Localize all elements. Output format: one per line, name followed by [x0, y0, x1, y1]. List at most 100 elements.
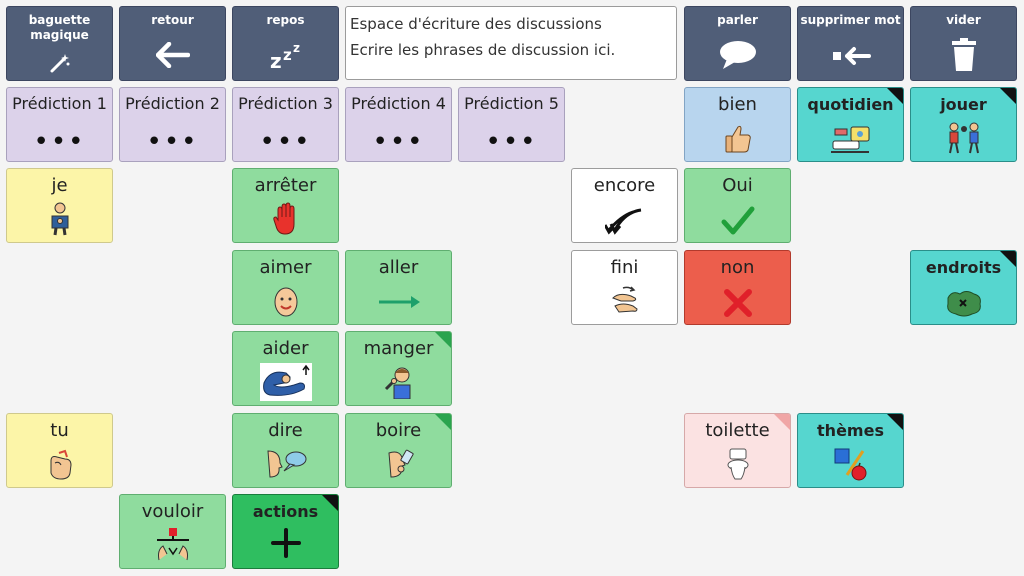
word-label: encore: [593, 175, 656, 196]
daily-items-icon: [798, 123, 903, 155]
themes-objects-icon: [798, 447, 903, 481]
word-label: Oui: [722, 175, 753, 196]
stop-hand-icon: [233, 202, 338, 236]
svg-text:z: z: [293, 41, 300, 55]
prediction-label: Prédiction 5: [464, 94, 559, 113]
word-je-button[interactable]: je: [6, 168, 113, 243]
prediction-placeholder: •••: [259, 127, 312, 157]
prediction-placeholder: •••: [33, 127, 86, 157]
word-label: arrêter: [254, 175, 317, 196]
message-text-area[interactable]: Espace d'écriture des discussions Ecrire…: [345, 6, 677, 80]
arrow-right-icon: [346, 294, 451, 310]
prediction-3-button[interactable]: Prédiction 3 •••: [232, 87, 339, 162]
map-icon: [911, 288, 1016, 318]
clear-label: vider: [946, 13, 981, 27]
category-endroits-button[interactable]: endroits: [910, 250, 1017, 325]
speak-button[interactable]: parler: [684, 6, 791, 81]
clear-button[interactable]: vider: [910, 6, 1017, 81]
speaking-face-icon: [233, 447, 338, 481]
category-label: quotidien: [807, 95, 894, 114]
word-tu-button[interactable]: tu: [6, 413, 113, 488]
delete-word-button[interactable]: supprimer mot: [797, 6, 904, 81]
thumbs-up-icon: [685, 123, 790, 155]
prediction-placeholder: •••: [146, 127, 199, 157]
back-button[interactable]: retour: [119, 6, 226, 81]
category-quotidien-button[interactable]: quotidien: [797, 87, 904, 162]
checkmark-icon: [685, 206, 790, 236]
category-label: jouer: [940, 95, 987, 114]
eating-person-icon: [346, 365, 451, 399]
magic-wand-button[interactable]: baguette magique: [6, 6, 113, 81]
word-label: je: [51, 175, 68, 196]
cross-icon: [685, 288, 790, 318]
prediction-2-button[interactable]: Prédiction 2 •••: [119, 87, 226, 162]
prediction-label: Prédiction 1: [12, 94, 107, 113]
repeat-arrows-icon: [572, 206, 677, 236]
word-label: non: [720, 257, 755, 278]
happy-face-icon: [233, 286, 338, 318]
prediction-4-button[interactable]: Prédiction 4 •••: [345, 87, 452, 162]
rest-label: repos: [266, 13, 305, 27]
prediction-label: Prédiction 3: [238, 94, 333, 113]
word-oui-button[interactable]: Oui: [684, 168, 791, 243]
word-dire-button[interactable]: dire: [232, 413, 339, 488]
toilet-icon: [685, 447, 790, 481]
svg-text:z: z: [270, 49, 282, 70]
category-label: endroits: [925, 258, 1002, 277]
word-aimer-button[interactable]: aimer: [232, 250, 339, 325]
category-actions-button[interactable]: actions: [232, 494, 339, 569]
speak-label: parler: [717, 13, 758, 27]
word-bien-button[interactable]: bien: [684, 87, 791, 162]
word-label: dire: [268, 420, 303, 441]
prediction-label: Prédiction 2: [125, 94, 220, 113]
drinking-person-icon: [346, 447, 451, 481]
word-label: vouloir: [141, 501, 204, 522]
pointing-hand-icon: [7, 449, 112, 481]
word-aller-button[interactable]: aller: [345, 250, 452, 325]
word-label: aimer: [259, 257, 312, 278]
category-label: actions: [252, 502, 319, 521]
prediction-5-button[interactable]: Prédiction 5 •••: [458, 87, 565, 162]
prediction-placeholder: •••: [485, 127, 538, 157]
word-arreter-button[interactable]: arrêter: [232, 168, 339, 243]
prediction-label: Prédiction 4: [351, 94, 446, 113]
arrow-left-icon: [120, 42, 225, 68]
delete-word-label: supprimer mot: [800, 13, 901, 27]
want-gesture-icon: [120, 528, 225, 562]
word-boire-button[interactable]: boire: [345, 413, 452, 488]
plus-icon: [233, 528, 338, 558]
message-line-2: Ecrire les phrases de discussion ici.: [350, 41, 616, 59]
prediction-1-button[interactable]: Prédiction 1 •••: [6, 87, 113, 162]
help-gesture-icon: [233, 363, 338, 401]
person-self-icon: [7, 202, 112, 236]
magic-wand-icon: [7, 52, 112, 74]
word-encore-button[interactable]: encore: [571, 168, 678, 243]
word-aider-button[interactable]: aider: [232, 331, 339, 406]
svg-text:z: z: [283, 46, 292, 64]
word-vouloir-button[interactable]: vouloir: [119, 494, 226, 569]
children-playing-icon: [911, 121, 1016, 155]
word-label: boire: [375, 420, 422, 441]
word-label: fini: [610, 257, 639, 278]
word-label: toilette: [705, 420, 770, 441]
prediction-placeholder: •••: [372, 127, 425, 157]
word-manger-button[interactable]: manger: [345, 331, 452, 406]
category-themes-button[interactable]: thèmes: [797, 413, 904, 488]
word-fini-button[interactable]: fini: [571, 250, 678, 325]
category-jouer-button[interactable]: jouer: [910, 87, 1017, 162]
back-label: retour: [151, 13, 194, 27]
word-label: aider: [262, 338, 309, 359]
finished-hands-icon: [572, 284, 677, 318]
word-label: tu: [50, 420, 69, 441]
word-toilette-button[interactable]: toilette: [684, 413, 791, 488]
trash-icon: [911, 38, 1016, 72]
word-non-button[interactable]: non: [684, 250, 791, 325]
magic-wand-label: baguette magique: [28, 13, 91, 42]
word-label: manger: [363, 338, 434, 359]
backspace-arrow-icon: [798, 46, 903, 66]
speech-bubble-icon: [685, 40, 790, 70]
category-label: thèmes: [817, 421, 884, 440]
message-line-1: Espace d'écriture des discussions: [350, 15, 602, 33]
